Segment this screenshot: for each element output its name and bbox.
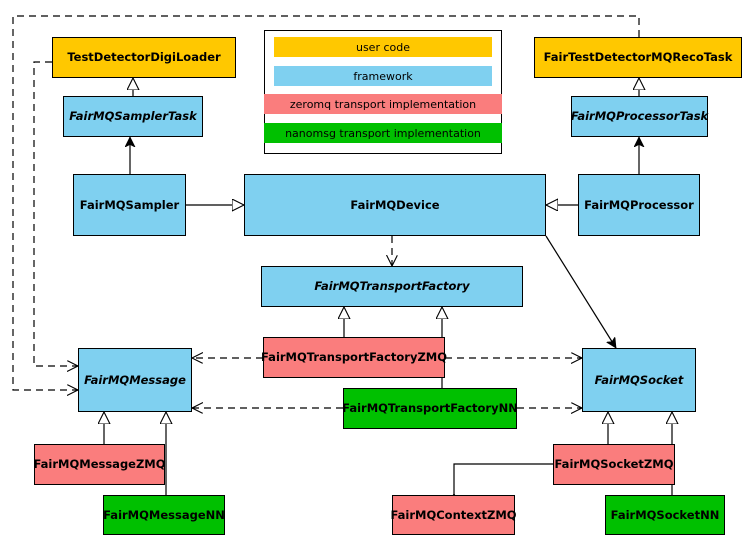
legend-label: framework [353,69,413,83]
class-node-label: FairMQSocketZMQ [554,457,674,472]
edge-socketzmq-composes-contextzmq [454,463,553,495]
class-node-label: FairMQSampler [79,197,180,212]
legend-row-3: nanomsg transport implementation [264,123,502,143]
class-node-FairMQSocketZMQ[interactable]: FairMQSocketZMQ [553,444,675,485]
class-node-FairMQDevice[interactable]: FairMQDevice [244,174,546,236]
legend-row-1: framework [274,66,492,86]
legend-row-0: user code [274,37,492,57]
class-node-label: FairMQMessage [84,372,186,387]
class-node-FairMQSocket[interactable]: FairMQSocket [582,348,696,412]
legend-label: user code [355,40,411,54]
class-node-FairMQProcessorTask[interactable]: FairMQProcessorTask [571,96,708,137]
class-node-FairMQSampler[interactable]: FairMQSampler [73,174,186,236]
class-node-label: FairMQProcessorTask [570,109,709,124]
edge-device-uses-socket [545,235,617,348]
class-node-FairMQSocketNN[interactable]: FairMQSocketNN [605,495,725,535]
class-node-FairMQTransportFactory[interactable]: FairMQTransportFactory [261,266,523,307]
class-node-label: FairMQTransportFactoryZMQ [261,350,448,365]
class-node-label: FairMQSocket [594,372,684,387]
class-node-label: FairTestDetectorMQRecoTask [543,50,733,65]
legend-label: nanomsg transport implementation [285,126,481,140]
class-node-FairMQMessageZMQ[interactable]: FairMQMessageZMQ [33,444,166,485]
class-node-label: TestDetectorDigiLoader [67,50,221,65]
class-node-label: FairMQProcessor [584,197,694,212]
class-node-FairMQContextZMQ[interactable]: FairMQContextZMQ [390,495,517,535]
class-node-FairMQMessage[interactable]: FairMQMessage [78,348,192,412]
class-node-label: FairMQMessageNN [103,507,225,522]
class-node-label: FairMQTransportFactoryNN [342,401,518,416]
class-node-FairTestDetectorMQRecoTask[interactable]: FairTestDetectorMQRecoTask [534,37,742,78]
class-node-label: FairMQSamplerTask [69,109,197,124]
class-node-label: FairMQMessageZMQ [33,457,166,472]
class-node-label: FairMQContextZMQ [390,507,517,522]
class-node-FairMQTransportFactoryNN[interactable]: FairMQTransportFactoryNN [342,388,518,429]
class-node-label: FairMQTransportFactory [314,279,470,294]
class-node-label: FairMQDevice [350,197,440,212]
legend-row-2: zeromq transport implementation [264,94,502,114]
class-node-FairMQProcessor[interactable]: FairMQProcessor [578,174,700,236]
class-node-label: FairMQSocketNN [610,507,720,522]
class-node-FairMQMessageNN[interactable]: FairMQMessageNN [103,495,225,535]
legend-label: zeromq transport implementation [289,97,477,111]
class-node-FairMQSamplerTask[interactable]: FairMQSamplerTask [63,96,203,137]
class-node-FairMQTransportFactoryZMQ[interactable]: FairMQTransportFactoryZMQ [261,337,448,378]
class-node-TestDetectorDigiLoader[interactable]: TestDetectorDigiLoader [52,37,236,78]
